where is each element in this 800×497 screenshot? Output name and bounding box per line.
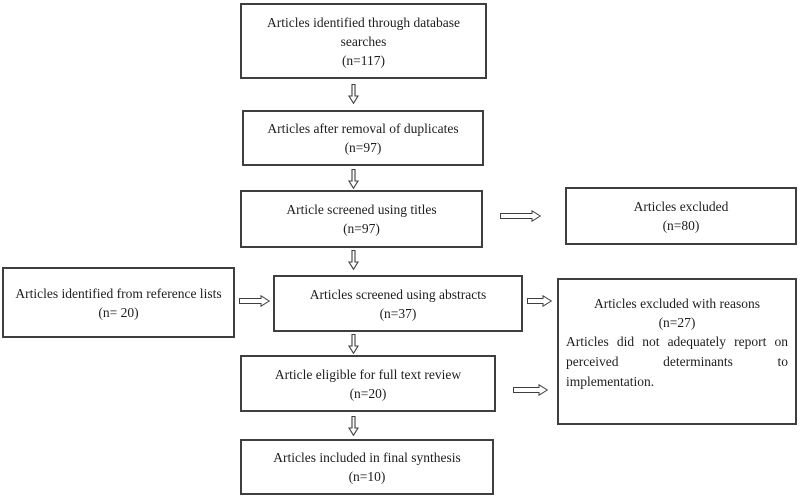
box-label: Articles included in final synthesis: [273, 450, 461, 465]
box-articles-identified: Articles identified through database sea…: [240, 3, 487, 79]
box-label: Articles identified through database sea…: [266, 14, 461, 49]
box-label: Articles excluded: [633, 199, 729, 214]
down-arrow-icon: [348, 249, 359, 271]
box-count: (n=80): [662, 218, 700, 233]
box-screened-titles: Article screened using titles (n=97): [240, 190, 483, 248]
box-label: Article eligible for full text review: [274, 366, 462, 382]
box-count: (n=10): [348, 469, 386, 484]
box-count: (n=97): [344, 140, 382, 155]
right-arrow-icon: [500, 209, 542, 223]
box-count: (n=117): [341, 52, 386, 68]
down-arrow-icon: [348, 415, 359, 437]
down-arrow-icon: [348, 168, 359, 190]
box-label: Articles screened using abstracts: [309, 286, 487, 302]
right-arrow-icon: [513, 383, 549, 397]
box-label: Articles identified from reference lists: [15, 285, 222, 301]
box-final-synthesis: Articles included in final synthesis (n=…: [240, 439, 494, 495]
box-count: (n=27): [658, 315, 696, 330]
right-arrow-icon: [239, 294, 271, 308]
box-count: (n=37): [379, 305, 417, 321]
box-excluded-titles: Articles excluded (n=80): [565, 187, 797, 245]
box-after-duplicates: Articles after removal of duplicates (n=…: [242, 110, 484, 166]
box-label: Articles after removal of duplicates: [267, 121, 459, 136]
box-excluded-reasons: Articles excluded with reasons (n=27) Ar…: [557, 278, 797, 425]
box-reference-lists: Articles identified from reference lists…: [2, 267, 235, 338]
box-label: Articles excluded with reasons: [593, 296, 761, 311]
box-full-text-review: Article eligible for full text review (n…: [240, 355, 496, 412]
box-label: Article screened using titles: [286, 202, 437, 217]
down-arrow-icon: [348, 333, 359, 355]
right-arrow-icon: [527, 294, 553, 308]
down-arrow-icon: [348, 83, 359, 105]
box-count: (n=20): [349, 385, 387, 401]
box-count: (n=97): [343, 221, 380, 236]
box-screened-abstracts: Articles screened using abstracts (n=37): [273, 275, 523, 332]
box-count: (n= 20): [98, 304, 139, 320]
box-note: Articles did not adequately report on pe…: [566, 334, 788, 389]
